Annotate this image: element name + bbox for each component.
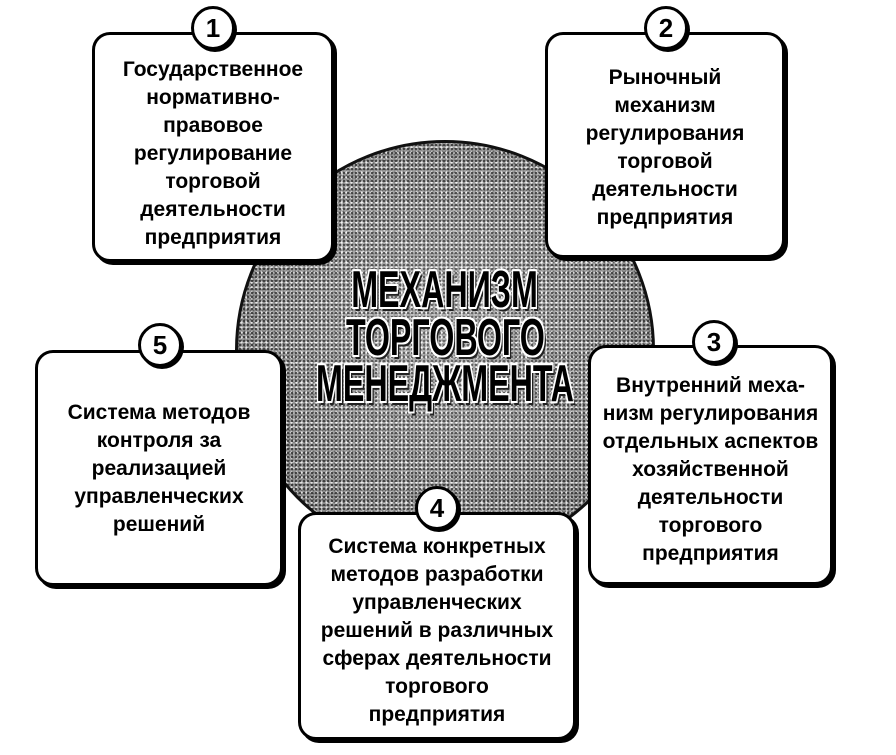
center-title-text-2: ТОРГОВОГО [345, 309, 545, 367]
center-title-text-1: МЕХАНИЗМ [351, 261, 539, 319]
box-3-line: хозяйственной [632, 458, 789, 481]
box-3-line: предприятия [642, 542, 779, 565]
box-5-line: реализацией [91, 457, 227, 480]
box-2-line: предприятия [596, 206, 734, 229]
box-4-line: торгового [385, 675, 489, 698]
box-2-line: механизм [614, 94, 716, 117]
box-5-line: решений [112, 513, 206, 536]
box-2-line: регулирования [585, 122, 745, 145]
box-1-line: регулирование [133, 142, 293, 165]
box-4: Система конкретных методов разработки уп… [298, 512, 576, 740]
box-5: Система методов контроля за реализацией … [35, 350, 283, 586]
number-badge-4: 4 [415, 486, 459, 530]
box-2-line: торговой [617, 150, 713, 173]
center-title-line-2: ТОРГОВОГО [145, 309, 745, 367]
box-1-line: деятельности [140, 198, 286, 221]
number-badge-1: 1 [191, 6, 235, 50]
box-4-line: предприятия [368, 703, 506, 726]
number-badge-5: 5 [138, 323, 182, 367]
box-4-line: Система конкретных [328, 535, 546, 558]
number-badge-3: 3 [692, 320, 736, 364]
box-3-line: отдельных аспектов [602, 430, 819, 453]
box-1-line: торговой [165, 170, 261, 193]
box-2-line: деятельности [592, 178, 738, 201]
box-1-line: правовое [163, 114, 263, 137]
box-2: Рыночный механизм регулирования торговой… [545, 32, 785, 258]
center-title-line-3: МЕНЕДЖМЕНТА [145, 355, 745, 413]
box-3-line: торгового [658, 514, 763, 537]
box-4-line: методов разработки [330, 563, 544, 586]
box-3-line: низм регулирования [602, 402, 819, 425]
box-5-line: управленческих [74, 485, 244, 508]
box-1: Государственное нормативно- правовое рег… [92, 32, 334, 262]
box-5-line: контроля за [96, 429, 222, 452]
box-2-line: Рыночный [608, 66, 722, 89]
box-4-line: сферах деятельности [322, 647, 552, 670]
box-1-line: предприятия [144, 226, 282, 249]
center-title-line-1: МЕХАНИЗМ [145, 261, 745, 319]
number-badge-2: 2 [644, 6, 688, 50]
box-1-line: Государственное [122, 58, 304, 81]
center-title-text-3: МЕНЕДЖМЕНТА [316, 355, 574, 413]
box-3-line: Внутренний меха- [616, 374, 805, 397]
box-1-line: нормативно- [146, 86, 280, 109]
box-3: Внутренний меха- низм регулирования отде… [588, 345, 833, 585]
box-5-line: Система методов [67, 401, 251, 424]
box-4-line: управленческих [352, 591, 522, 614]
box-3-line: деятельности [637, 486, 784, 509]
box-4-line: решений в различных [320, 619, 554, 642]
